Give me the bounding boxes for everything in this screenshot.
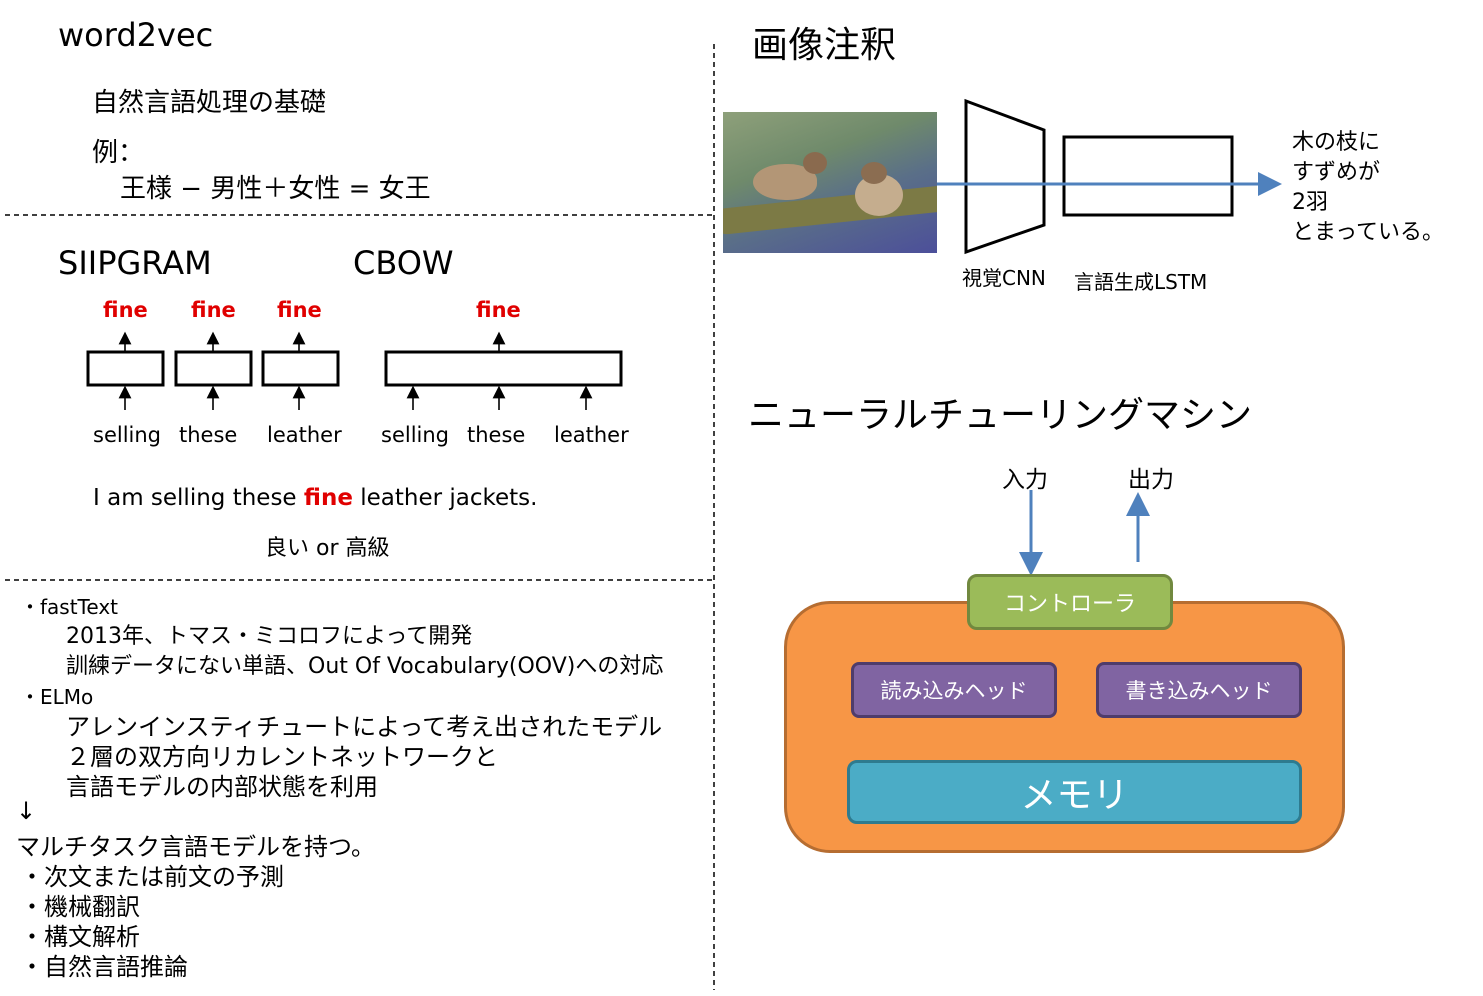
ntm-memory: メモリ	[847, 760, 1302, 824]
skipgram-input-3: leather	[267, 423, 342, 447]
skipgram-output-1: fine	[103, 298, 148, 322]
cnn-label: 視覚CNN	[962, 266, 1046, 290]
caption-output-3: 2羽	[1292, 190, 1328, 215]
models-line-7: 言語モデルの内部状態を利用	[66, 773, 378, 801]
models-line-11: ・機械翻訳	[20, 893, 140, 921]
models-line-10: ・次文または前文の予測	[20, 863, 284, 891]
cbow-input-1: selling	[381, 423, 450, 447]
models-line-12: ・構文解析	[20, 923, 140, 951]
ntm-controller: コントローラ	[967, 574, 1173, 630]
cbow-title: CBOW	[353, 244, 454, 282]
models-line-6: ２層の双方向リカレントネットワークと	[66, 743, 498, 771]
sentence-after: leather jackets.	[352, 485, 538, 511]
sentence-note: 良い or 高級	[265, 536, 390, 561]
sparrow-photo	[723, 112, 937, 253]
example-label: 例：	[92, 138, 145, 168]
cnn-trapezoid	[964, 98, 1046, 255]
caption-output-4: とまっている。	[1292, 220, 1445, 245]
sentence-before: I am selling these	[93, 485, 304, 511]
skipgram-output-2: fine	[191, 298, 236, 322]
skipgram-box-2	[174, 350, 253, 387]
captioning-title: 画像注釈	[752, 25, 897, 66]
cbow-output: fine	[476, 298, 521, 322]
ntm-title: ニューラルチューリングマシン	[748, 395, 1253, 436]
skipgram-output-3: fine	[277, 298, 322, 322]
ntm-read-head-label: 読み込みヘッド	[880, 679, 1028, 703]
models-line-3: 訓練データにない単語、Out Of Vocabulary(OOV)への対応	[66, 654, 664, 679]
skipgram-input-2: these	[179, 423, 238, 447]
example-equation: 王様 − 男性＋女性 = 女王	[120, 174, 431, 204]
skipgram-box-3	[261, 350, 340, 387]
ntm-controller-label: コントローラ	[1003, 592, 1136, 617]
sentence-highlight: fine	[303, 485, 353, 511]
lstm-box	[1062, 135, 1234, 217]
ntm-input-label: 入力	[1002, 467, 1048, 493]
models-line-8: ↓	[16, 797, 37, 825]
skipgram-box-1	[86, 350, 165, 387]
cbow-input-2: these	[467, 423, 526, 447]
models-line-1: ・fastText	[20, 595, 119, 619]
caption-output-1: 木の枝に	[1292, 130, 1381, 155]
models-line-2: 2013年、トマス・ミコロフによって開発	[66, 624, 473, 649]
ntm-output-label: 出力	[1128, 467, 1174, 493]
ntm-write-head-label: 書き込みヘッド	[1125, 679, 1273, 703]
models-line-4: ・ELMo	[20, 685, 94, 709]
ntm-memory-label: メモリ	[1020, 775, 1129, 816]
skipgram-input-1: selling	[93, 423, 162, 447]
models-line-5: アレンインスティチュートによって考え出されたモデル	[66, 713, 663, 741]
ntm-write-head: 書き込みヘッド	[1096, 662, 1302, 718]
cbow-input-3: leather	[554, 423, 629, 447]
skipgram-title: SIIPGRAM	[58, 244, 212, 282]
cbow-box	[384, 350, 623, 387]
ntm-read-head: 読み込みヘッド	[851, 662, 1057, 718]
word2vec-title: word2vec	[58, 16, 214, 54]
example-sentence: I am selling these fine leather jackets.	[93, 485, 537, 511]
models-line-9: マルチタスク言語モデルを持つ。	[16, 833, 376, 861]
word2vec-subtitle: 自然言語処理の基礎	[92, 88, 327, 118]
lstm-label: 言語生成LSTM	[1074, 270, 1208, 294]
models-line-13: ・自然言語推論	[20, 953, 188, 981]
caption-output-2: すずめが	[1292, 160, 1381, 185]
